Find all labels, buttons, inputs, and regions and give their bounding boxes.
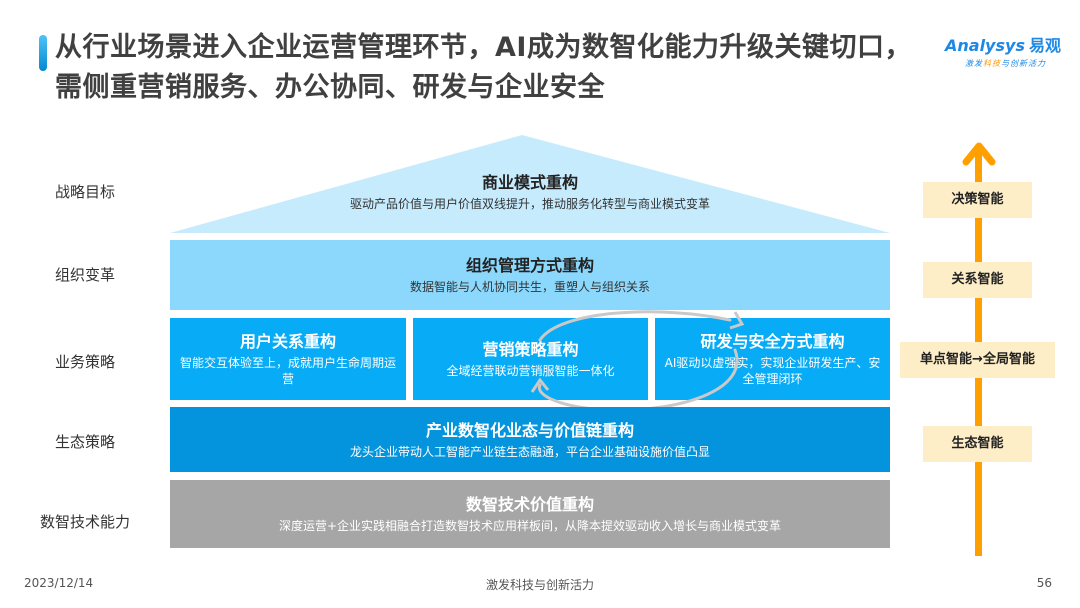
technology-title: 数智技术价值重构	[465, 495, 594, 514]
ecosystem-desc: 龙头企业带动人工智能产业链生态融通，平台企业基础设施价值凸显	[349, 444, 710, 459]
page-number: 56	[1036, 576, 1052, 590]
logo-brand-cn: 易观	[1028, 36, 1061, 55]
logo-slogan-b: 科技	[983, 59, 1001, 68]
intelligence-level-point-to-global: 单点智能→全局智能	[900, 342, 1055, 378]
business-title: 用户关系重构	[239, 332, 336, 351]
row-label-ecosystem: 生态策略	[54, 433, 115, 451]
business-box-marketing: 营销策略重构 全域经营联动营销服智能一体化	[413, 318, 648, 400]
strategy-title: 商业模式重构	[481, 173, 578, 192]
strategy-roof-triangle	[170, 135, 890, 233]
business-desc: AI驱动以虚强实，实现企业研发生产、安全管理闭环	[664, 356, 881, 386]
business-box-rnd-security: 研发与安全方式重构 AI驱动以虚强实，实现企业研发生产、安全管理闭环	[655, 318, 890, 400]
footer-slogan: 激发科技与创新活力	[485, 578, 594, 592]
strategy-desc: 驱动产品价值与用户价值双线提升，推动服务化转型与商业模式变革	[349, 197, 710, 211]
ecosystem-title: 产业数智化业态与价值链重构	[425, 420, 634, 440]
row-label-organization: 组织变革	[54, 266, 115, 284]
business-desc: 全域经营联动营销服智能一体化	[446, 364, 615, 378]
ecosystem-layer: 产业数智化业态与价值链重构 龙头企业带动人工智能产业链生态融通，平台企业基础设施…	[170, 407, 890, 472]
logo-slogan-a: 激发	[965, 59, 983, 68]
intelligence-level-decision: 决策智能	[923, 182, 1032, 218]
intelligence-level-relation: 关系智能	[923, 262, 1032, 298]
business-title: 研发与安全方式重构	[700, 332, 845, 351]
logo-brand-en: Analysys	[945, 36, 1025, 55]
title-accent-bar	[39, 35, 47, 71]
technology-desc: 深度运营+企业实践相融合打造数智技术应用样板间，从降本提效驱动收入增长与商业模式…	[278, 519, 782, 533]
row-label-technology: 数智技术能力	[39, 513, 130, 531]
page-title: 从行业场景进入企业运营管理环节，AI成为数智化能力升级关键切口，需侧重营销服务、…	[55, 32, 912, 103]
intelligence-level-ecosystem: 生态智能	[923, 426, 1032, 462]
row-label-business: 业务策略	[54, 353, 115, 371]
row-label-strategy: 战略目标	[54, 183, 115, 201]
organization-desc: 数据智能与人机协同共生，重塑人与组织关系	[409, 280, 650, 294]
business-title: 营销策略重构	[482, 340, 579, 359]
technology-layer: 数智技术价值重构 深度运营+企业实践相融合打造数智技术应用样板间，从降本提效驱动…	[170, 480, 890, 548]
footer-date: 2023/12/14	[24, 576, 94, 590]
business-box-user-relations: 用户关系重构 智能交互体验至上，成就用户生命周期运营	[170, 318, 406, 400]
strategy-layer: 商业模式重构 驱动产品价值与用户价值双线提升，推动服务化转型与商业模式变革	[170, 172, 890, 212]
organization-title: 组织管理方式重构	[465, 256, 594, 275]
logo-slogan-c: 与创新活力	[1001, 59, 1046, 68]
arrow-up-icon	[962, 142, 996, 166]
business-desc: 智能交互体验至上，成就用户生命周期运营	[179, 356, 396, 386]
organization-layer: 组织管理方式重构 数据智能与人机协同共生，重塑人与组织关系	[170, 240, 890, 310]
